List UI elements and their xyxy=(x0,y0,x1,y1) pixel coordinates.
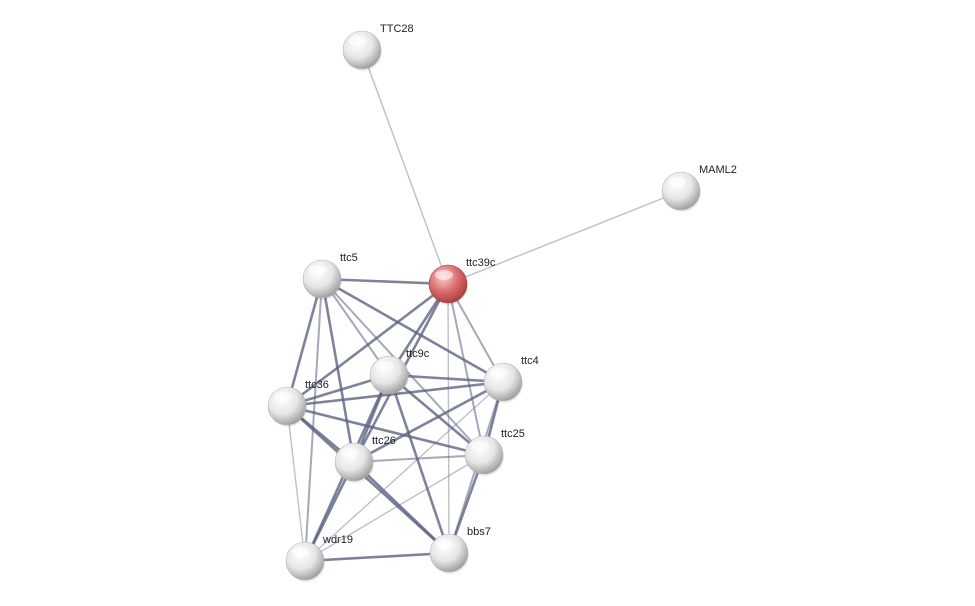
edge-ttc5-ttc26[interactable] xyxy=(320,277,356,464)
edge-ttc5-wdr19[interactable] xyxy=(304,278,323,562)
node-wdr19[interactable]: wdr19 xyxy=(285,534,353,582)
edge-ttc5-ttc36[interactable] xyxy=(285,277,324,408)
node-bbs7[interactable]: bbs7 xyxy=(429,526,491,574)
node-label-wdr19: wdr19 xyxy=(322,534,353,546)
edge-ttc5-ttc9c[interactable] xyxy=(321,278,390,376)
edge-bbs7-wdr19[interactable] xyxy=(303,551,451,563)
node-gloss xyxy=(292,547,310,557)
node-gloss xyxy=(668,177,686,187)
node-gloss xyxy=(274,392,292,402)
node-ttc39c[interactable]: ttc39c xyxy=(428,257,496,305)
node-gloss xyxy=(376,361,394,371)
node-TTC28[interactable]: TTC28 xyxy=(342,23,414,71)
edge-ttc26-ttc25[interactable] xyxy=(353,454,485,463)
edge-ttc4-ttc26[interactable] xyxy=(352,380,505,464)
node-ttc36[interactable]: ttc36 xyxy=(267,379,329,427)
node-ttc9c[interactable]: ttc9c xyxy=(369,348,430,396)
edge-ttc4-ttc36[interactable] xyxy=(285,380,505,408)
node-gloss xyxy=(435,270,453,280)
edge-ttc26-bbs7[interactable] xyxy=(352,460,451,555)
edge-ttc36-wdr19[interactable] xyxy=(286,405,306,562)
node-ttc4[interactable]: ttc4 xyxy=(483,355,539,403)
edge-ttc39c-TTC28[interactable] xyxy=(361,49,449,285)
edge-ttc39c-ttc25[interactable] xyxy=(447,283,485,456)
node-label-bbs7: bbs7 xyxy=(467,526,491,538)
edge-ttc9c-bbs7[interactable] xyxy=(387,373,451,555)
edge-ttc36-ttc25[interactable] xyxy=(285,404,486,457)
node-gloss xyxy=(490,368,508,378)
node-label-ttc25: ttc25 xyxy=(501,428,525,440)
node-ttc26[interactable]: ttc26 xyxy=(334,435,396,483)
node-ttc25[interactable]: ttc25 xyxy=(464,428,525,476)
edge-ttc9c-ttc25[interactable] xyxy=(387,373,486,457)
node-label-MAML2: MAML2 xyxy=(699,164,737,176)
edge-ttc39c-ttc5[interactable] xyxy=(320,277,450,286)
node-gloss xyxy=(436,539,454,549)
node-label-ttc9c: ttc9c xyxy=(406,348,430,360)
node-label-TTC28: TTC28 xyxy=(380,23,414,35)
node-label-ttc26: ttc26 xyxy=(372,435,396,447)
node-label-ttc39c: ttc39c xyxy=(466,257,496,269)
node-gloss xyxy=(309,265,327,275)
node-MAML2[interactable]: MAML2 xyxy=(661,164,737,212)
edge-ttc25-wdr19[interactable] xyxy=(304,454,485,562)
node-label-ttc36: ttc36 xyxy=(305,379,329,391)
node-gloss xyxy=(341,448,359,458)
node-gloss xyxy=(349,36,367,46)
node-gloss xyxy=(471,441,489,451)
edge-ttc4-wdr19[interactable] xyxy=(304,381,504,562)
edge-layer xyxy=(285,49,682,563)
edge-ttc39c-MAML2[interactable] xyxy=(447,190,682,285)
node-ttc5[interactable]: ttc5 xyxy=(302,252,358,300)
edge-ttc39c-bbs7[interactable] xyxy=(447,283,450,554)
node-label-ttc5: ttc5 xyxy=(340,252,358,264)
node-label-ttc4: ttc4 xyxy=(521,355,539,367)
edge-ttc5-ttc4[interactable] xyxy=(320,277,505,384)
